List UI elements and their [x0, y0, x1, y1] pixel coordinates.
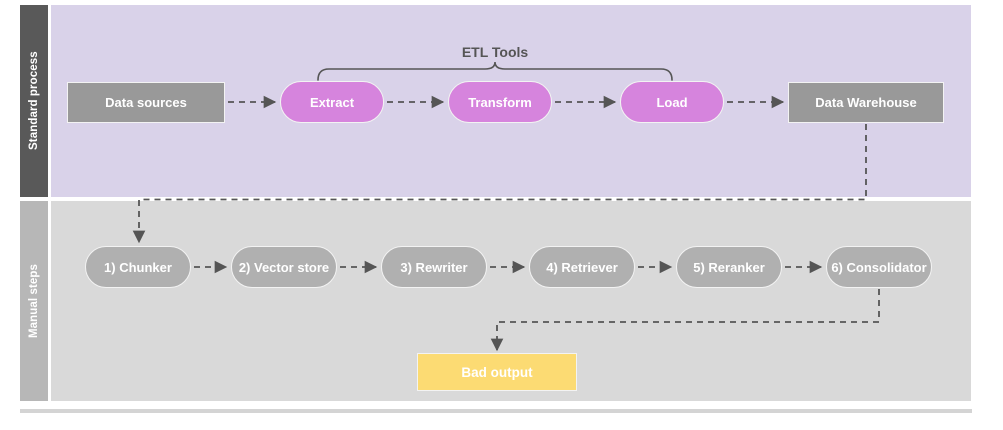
node-reranker[interactable]: 5) Reranker	[676, 246, 782, 288]
node-data-sources-label: Data sources	[105, 95, 187, 110]
node-data-sources[interactable]: Data sources	[67, 82, 225, 123]
node-reranker-label: 5) Reranker	[693, 259, 765, 275]
node-transform-label: Transform	[468, 94, 532, 110]
node-bad-output-label: Bad output	[461, 364, 533, 380]
node-bad-output[interactable]: Bad output	[417, 353, 577, 391]
node-data-warehouse-label: Data Warehouse	[815, 95, 917, 110]
lane-label-manual-steps: Manual steps	[20, 201, 48, 401]
node-chunker[interactable]: 1) Chunker	[85, 246, 191, 288]
node-vector-store[interactable]: 2) Vector store	[231, 246, 337, 288]
node-extract[interactable]: Extract	[280, 81, 384, 123]
node-load-label: Load	[656, 94, 688, 110]
node-vector-store-label: 2) Vector store	[238, 259, 330, 275]
bottom-divider-rule	[20, 409, 972, 413]
lane-label-standard-process: Standard process	[20, 5, 48, 197]
node-retriever[interactable]: 4) Retriever	[529, 246, 635, 288]
node-load[interactable]: Load	[620, 81, 724, 123]
node-chunker-label: 1) Chunker	[104, 259, 172, 275]
node-rewriter[interactable]: 3) Rewriter	[381, 246, 487, 288]
node-consolidator-label: 6) Consolidator	[831, 259, 927, 275]
node-extract-label: Extract	[309, 94, 355, 110]
node-rewriter-label: 3) Rewriter	[400, 259, 468, 275]
node-consolidator[interactable]: 6) Consolidator	[826, 246, 932, 288]
etl-tools-label: ETL Tools	[461, 44, 529, 60]
node-transform[interactable]: Transform	[448, 81, 552, 123]
node-retriever-label: 4) Retriever	[546, 259, 618, 275]
node-data-warehouse[interactable]: Data Warehouse	[788, 82, 944, 123]
